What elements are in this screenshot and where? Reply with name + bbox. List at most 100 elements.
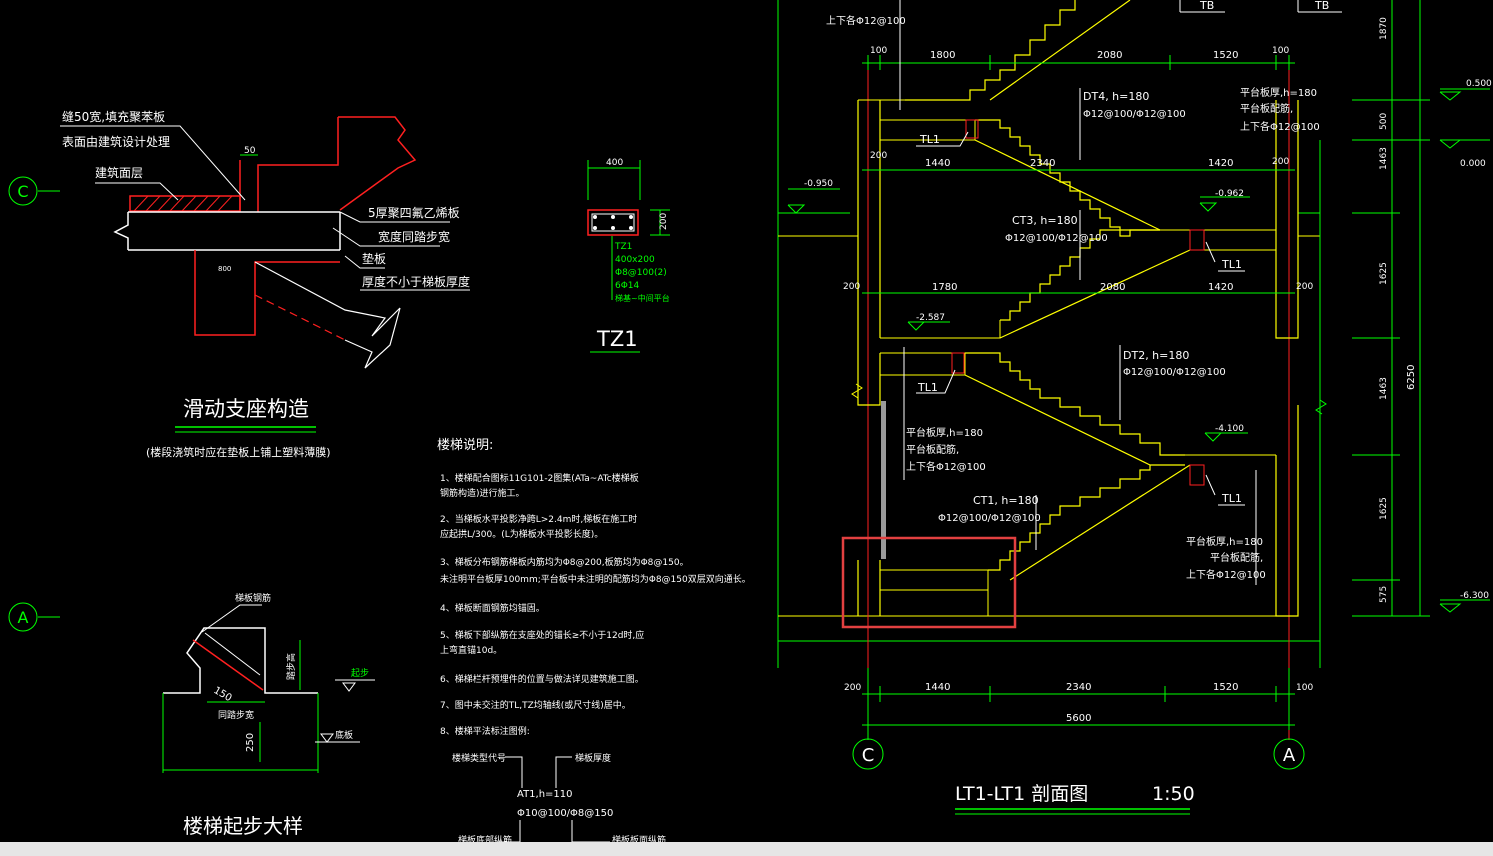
right-dim-0: 1870 [1379, 17, 1389, 40]
top-dim-3: 1520 [1213, 50, 1238, 61]
legend-type: 楼梯类型代号 [452, 752, 506, 764]
axis-bubble-a-left: A [8, 602, 60, 632]
note-8: 上弯直锚10d。 [440, 644, 502, 656]
flight-dt2: DT2, h=180 [1123, 349, 1189, 362]
row3-dim-0: 200 [843, 282, 860, 292]
dim-50: 50 [244, 146, 256, 156]
tz1-detail: 400 200 TZ1 400x200 Φ8@100(2) 6Φ14 梯基~中间… [587, 158, 670, 353]
slab-bot-2: 平台板配筋, [1210, 551, 1263, 564]
selected-edge[interactable] [881, 401, 886, 559]
row2-dim-3: 1420 [1208, 158, 1233, 169]
right-dim-6: 575 [1379, 586, 1389, 603]
tz1-spec-0: TZ1 [614, 242, 632, 252]
flight-dt4: DT4, h=180 [1083, 90, 1149, 103]
slab-mid-3: 上下各Φ12@100 [906, 460, 986, 473]
dim-250: 250 [245, 733, 256, 752]
note-2: 2、当梯板水平投影净跨L>2.4m时,梯板在施工时 [440, 513, 637, 525]
bottom-dim-2: 2340 [1066, 682, 1091, 693]
note-9: 6、梯梯栏杆预埋件的位置与做法详见建筑施工图。 [440, 673, 644, 685]
stair-notes: 楼梯说明: 1、楼梯配合图标11G101-2图集(ATa~ATc楼梯板 钢筋构造… [437, 438, 751, 846]
slab-top-1: 平台板厚,h=180 [1240, 86, 1317, 99]
note-11: 8、楼梯平法标注图例: [440, 725, 530, 737]
dim-400: 400 [606, 158, 623, 168]
flight-ct1: CT1, h=180 [973, 494, 1039, 507]
tb-label-2: TB [1314, 0, 1329, 12]
notes-title: 楼梯说明: [437, 438, 493, 453]
total-dim: 5600 [1066, 713, 1091, 724]
right-dim-5: 1625 [1379, 497, 1389, 520]
axis-a: A [1283, 745, 1296, 766]
level-m2587: -2.587 [916, 313, 945, 323]
bottom-dim-4: 100 [1296, 683, 1313, 693]
sliding-support-detail: 50 800 缝50宽,填充聚苯板 表面由建筑设计处理 建筑面层 5厚聚四氟乙烯… [60, 109, 470, 459]
note-5: 未注明平台板厚100mm;平台板中未注明的配筋均为Φ8@150双层双向通长。 [440, 573, 751, 585]
top-dim-1: 1800 [930, 50, 955, 61]
tz1-spec-4: 梯基~中间平台 [615, 293, 670, 303]
row3-dim-4: 200 [1296, 282, 1313, 292]
detail-title: 滑动支座构造 [183, 397, 309, 421]
tb-label-1: TB [1199, 0, 1214, 12]
label-thick: 厚度不小于梯板厚度 [362, 274, 470, 289]
label-ptfe: 5厚聚四氟乙烯板 [368, 206, 460, 220]
slab-mid-1: 平台板厚,h=180 [906, 426, 983, 439]
tl-label-2: TL1 [1221, 258, 1242, 271]
section-lt1: 100 1800 2080 1520 100 200 1440 2340 142… [777, 0, 1492, 815]
level-m0962: -0.962 [1215, 189, 1244, 199]
legend-thick: 梯板厚度 [575, 752, 611, 764]
tl-label-1: TL1 [919, 133, 940, 146]
dim-800: 800 [218, 265, 231, 273]
section-title: LT1-LT1 剖面图 [955, 783, 1088, 805]
label-gap2: 表面由建筑设计处理 [62, 134, 170, 149]
flight-ct3-rebar: Φ12@100/Φ12@100 [1005, 233, 1108, 244]
stair-start-detail: 梯板钢筋 踏步高 同踏步宽 150 250 起步 底板 楼梯起步大样 [162, 592, 375, 838]
detail-note: (楼段浇筑时应在垫板上铺上塑料薄膜) [146, 445, 331, 459]
label-start: 起步 [351, 668, 369, 679]
label-gap1: 缝50宽,填充聚苯板 [62, 109, 165, 124]
right-dim-2: 1463 [1379, 147, 1389, 170]
note-0: 1、楼梯配合图标11G101-2图集(ATa~ATc楼梯板 [440, 472, 639, 484]
level-m4100: -4.100 [1215, 424, 1244, 434]
level-m6300: -6.300 [1460, 591, 1489, 601]
slab-top-3: 上下各Φ12@100 [1240, 120, 1320, 133]
start-title: 楼梯起步大样 [183, 814, 303, 838]
level-050: 0.500 [1466, 79, 1492, 89]
note-3: 应起拱L/300。(L为梯板水平投影长度)。 [440, 528, 603, 540]
bottom-dim-0: 200 [844, 683, 861, 693]
label-rebar: 梯板钢筋 [235, 592, 271, 604]
top-dim-4: 100 [1272, 46, 1289, 56]
highlight-box[interactable] [841, 536, 1017, 629]
label-step-width: 同踏步宽 [218, 709, 254, 721]
axis-label: A [18, 608, 29, 627]
label-pad: 垫板 [362, 251, 386, 266]
label-bottom: 底板 [335, 729, 353, 741]
slab-mid-2: 平台板配筋, [906, 443, 959, 456]
row2-dim-1: 1440 [925, 158, 950, 169]
axis-bubble-c-left: C [8, 176, 60, 206]
level-000: 0.000 [1460, 159, 1486, 169]
tl-label-3: TL1 [917, 381, 938, 394]
flight-dt4-rebar: Φ12@100/Φ12@100 [1083, 109, 1186, 120]
bottom-dim-1: 1440 [925, 682, 950, 693]
label-width: 宽度同踏步宽 [378, 229, 450, 244]
legend-rebar: Φ10@100/Φ8@150 [517, 808, 613, 819]
label-step-height: 踏步高 [285, 653, 297, 680]
legend-code: AT1,h=110 [517, 789, 573, 800]
row3-dim-3: 1420 [1208, 282, 1233, 293]
right-total: 6250 [1406, 365, 1417, 390]
row2-dim-2: 2340 [1030, 158, 1055, 169]
note-6: 4、梯板断面钢筋均锚固。 [440, 602, 545, 614]
row2-dim-0: 200 [870, 151, 887, 161]
slab-bot-3: 上下各Φ12@100 [1186, 568, 1266, 581]
slab-top-2: 平台板配筋, [1240, 102, 1293, 115]
dim-200: 200 [659, 213, 669, 230]
axis-label: C [17, 182, 28, 201]
note-4: 3、梯板分布钢筋梯板内筋均为Φ8@200,板筋均为Φ8@150。 [440, 556, 689, 568]
top-partial-rebar: 上下各Φ12@100 [826, 14, 906, 27]
tz1-spec-1: 400x200 [615, 255, 655, 265]
right-dim-1: 500 [1379, 113, 1389, 130]
section-scale: 1:50 [1152, 783, 1195, 805]
tz1-title: TZ1 [596, 327, 638, 351]
row2-dim-4: 200 [1272, 157, 1289, 167]
status-bar [0, 842, 1493, 856]
